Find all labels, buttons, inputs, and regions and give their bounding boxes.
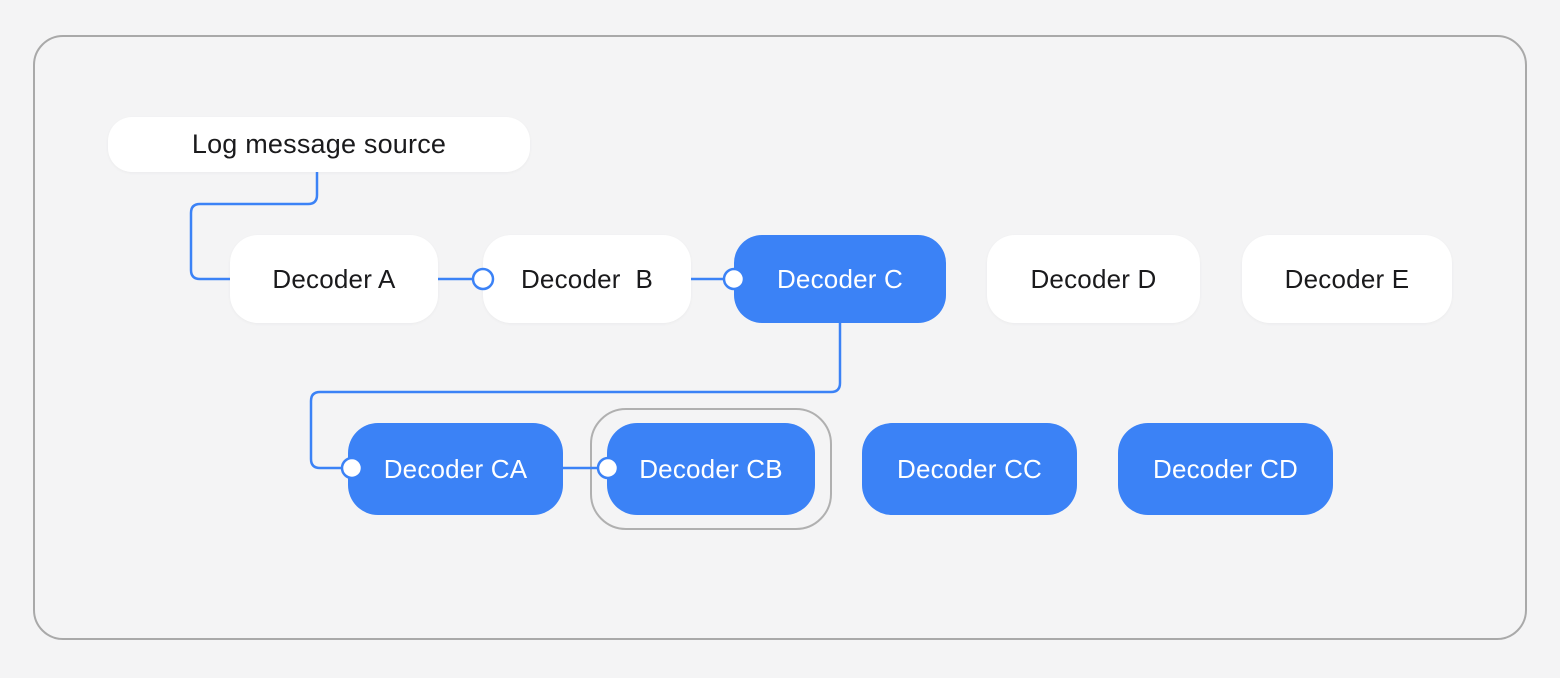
node-label: Decoder D [1030,263,1157,294]
node-label: Decoder CB [639,453,783,484]
node-decoder-d[interactable]: Decoder D [987,235,1200,323]
node-decoder-cb[interactable]: Decoder CB [607,423,815,515]
node-label: Decoder E [1284,263,1410,294]
node-label: Log message source [191,129,447,159]
node-decoder-e[interactable]: Decoder E [1242,235,1452,323]
node-decoder-c[interactable]: Decoder C [734,235,946,323]
node-decoder-b[interactable]: Decoder B [483,235,691,323]
node-label: Decoder CD [1152,453,1299,484]
node-decoder-ca[interactable]: Decoder CA [348,423,563,515]
node-label: Decoder B [520,263,654,294]
node-decoder-a[interactable]: Decoder A [230,235,438,323]
node-label: Decoder A [272,263,396,294]
node-decoder-cc[interactable]: Decoder CC [862,423,1077,515]
node-log-message-source[interactable]: Log message source [108,117,530,172]
node-label: Decoder C [776,263,904,294]
node-label: Decoder CA [383,453,528,484]
diagram-frame [33,35,1527,640]
node-label: Decoder CC [896,453,1043,484]
node-decoder-cd[interactable]: Decoder CD [1118,423,1333,515]
